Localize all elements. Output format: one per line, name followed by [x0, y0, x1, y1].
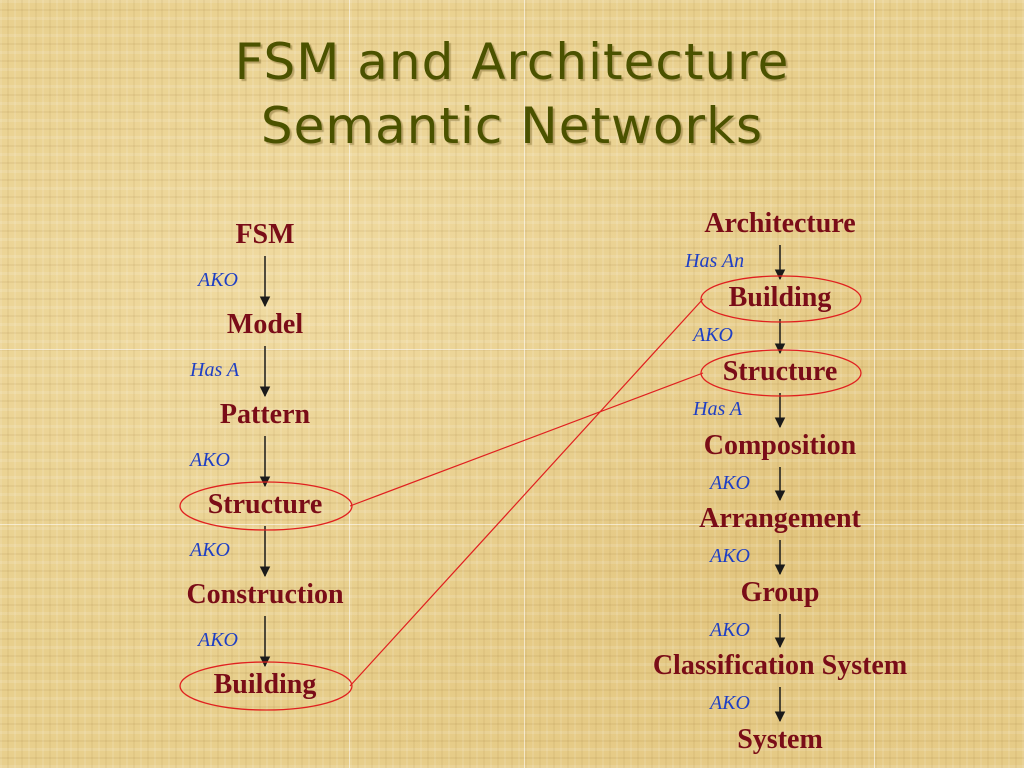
grid-line: [524, 0, 525, 768]
title-line-1: FSM and Architecture: [234, 33, 790, 91]
architecture-relation-label: AKO: [710, 471, 750, 494]
fsm-node-fsm: FSM: [235, 219, 295, 250]
slide-title: FSM and Architecture Semantic Networks: [0, 30, 1024, 158]
fsm-relation-label: AKO: [198, 269, 238, 291]
architecture-highlight-ring-structure: [700, 349, 862, 397]
grid-line: [0, 524, 1024, 525]
architecture-relation-label: AKO: [710, 692, 750, 714]
fsm-node-pattern: Pattern: [219, 399, 311, 430]
architecture-highlight-ring-building: [700, 275, 862, 323]
architecture-node-structure: Structure: [722, 356, 838, 387]
architecture-node-arrangement: Arrangement: [699, 503, 861, 534]
architecture-relation-label: Has A: [693, 398, 743, 420]
architecture-relation-label: AKO: [710, 618, 750, 641]
fsm-node-structure: Structure: [207, 489, 323, 520]
architecture-node-building: Building: [728, 282, 832, 313]
title-line-2: Semantic Networks: [260, 97, 764, 155]
fsm-relation-label: AKO: [198, 629, 238, 651]
fsm-node-construction: Construction: [186, 579, 344, 610]
cross-link-structure: [349, 372, 704, 507]
architecture-node-group: Group: [740, 577, 820, 608]
fsm-relation-label: Has A: [190, 359, 240, 381]
fsm-highlight-ring-building: [179, 661, 353, 711]
grid-line: [349, 0, 350, 768]
architecture-node-architecture: Architecture: [704, 208, 856, 239]
fsm-relation-label: AKO: [190, 449, 230, 471]
architecture-node-classification-system: Classification System: [652, 650, 908, 681]
architecture-node-system: System: [737, 724, 823, 755]
fsm-relation-label: AKO: [190, 539, 230, 561]
architecture-relation-label: AKO: [693, 324, 733, 346]
grid-line: [874, 0, 875, 768]
fsm-node-building: Building: [213, 669, 317, 700]
grid-line: [0, 349, 1024, 350]
architecture-relation-label: AKO: [710, 545, 750, 567]
fsm-node-model: Model: [226, 309, 304, 340]
cross-link-building: [349, 298, 704, 687]
fsm-highlight-ring-structure: [179, 481, 353, 531]
architecture-relation-label: Has An: [685, 250, 745, 272]
architecture-node-composition: Composition: [703, 430, 857, 461]
